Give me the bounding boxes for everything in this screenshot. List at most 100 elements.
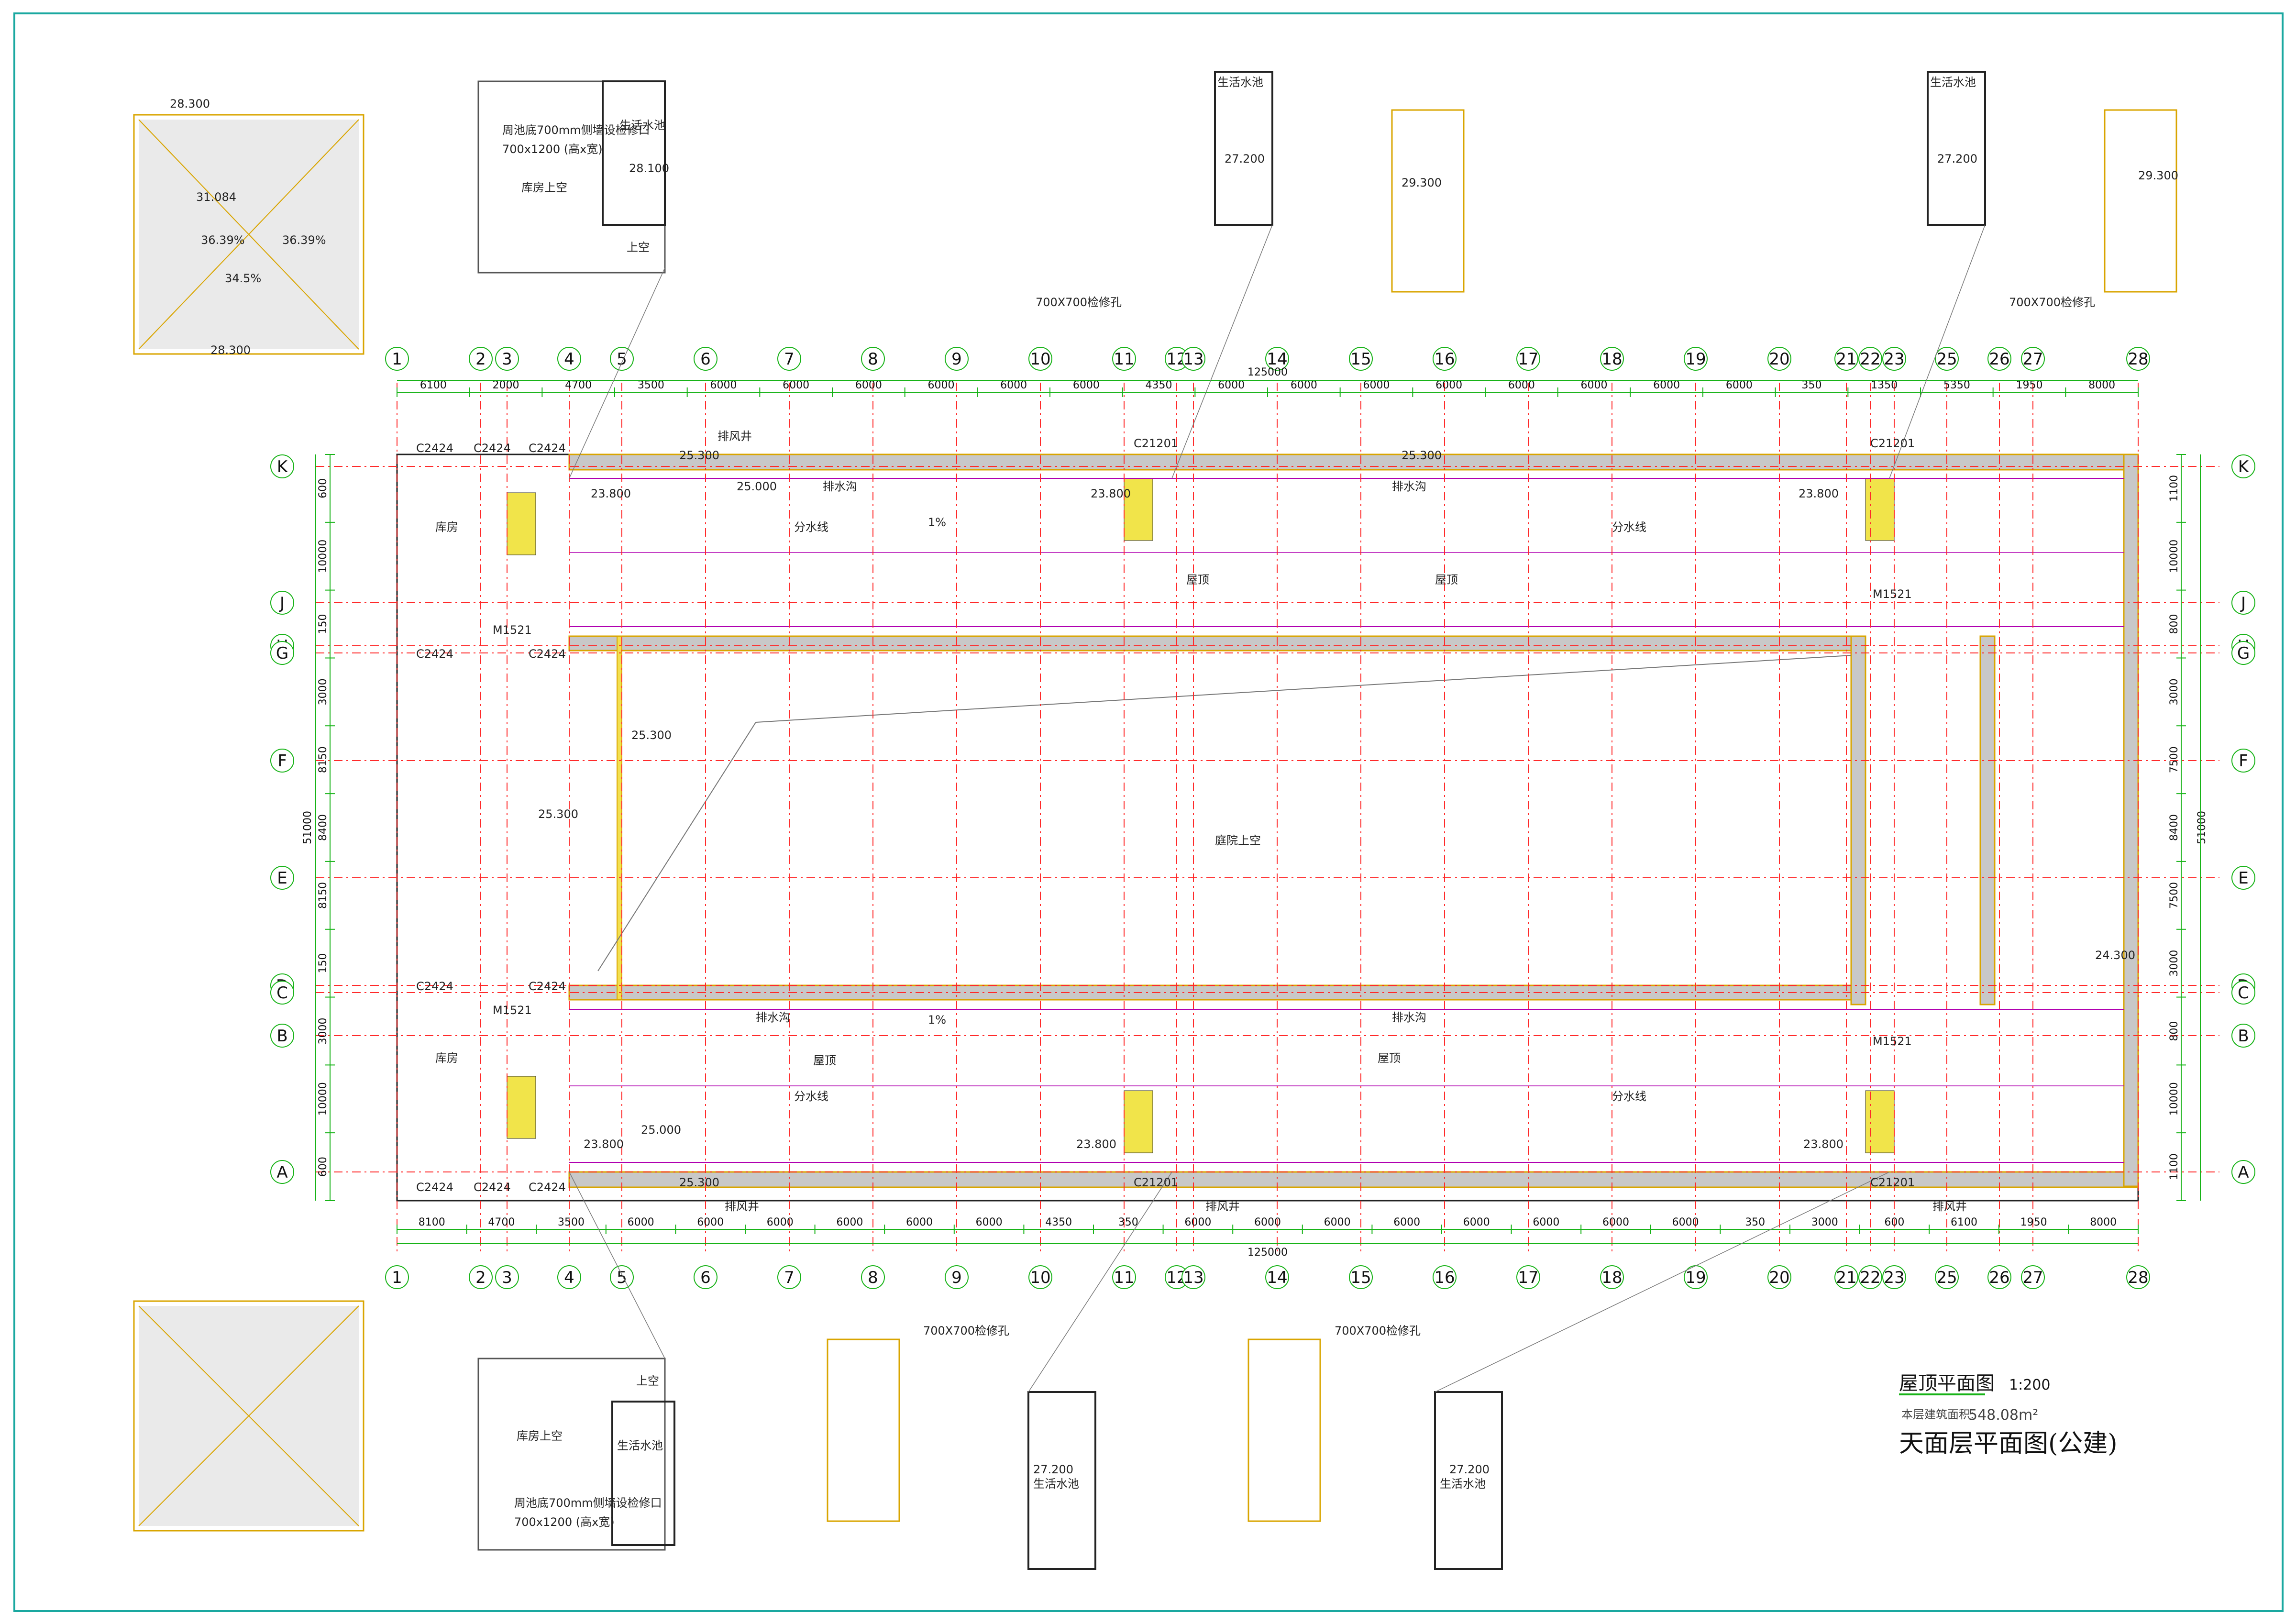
grid-col-label: 18 bbox=[1601, 350, 1622, 369]
grid-col-label: 10 bbox=[1030, 350, 1050, 369]
dim-bottom-row-value: 8100 bbox=[419, 1216, 445, 1228]
dim-left-col-value: 10000 bbox=[317, 1082, 329, 1116]
grid-row-label: E bbox=[277, 869, 287, 888]
grid-col-label: 2 bbox=[475, 350, 486, 369]
axis-grid bbox=[316, 383, 2219, 1253]
dim-left-col-value: 150 bbox=[317, 614, 329, 634]
title-block: 屋顶平面图 1:200 本层建筑面积: 548.08m² 天面层平面图(公建) bbox=[1899, 1372, 2118, 1458]
grid-col-label: 28 bbox=[2128, 1268, 2148, 1287]
window-tags: C2424 C2424 C2424 C21201 C21201 C21201 C… bbox=[416, 437, 1915, 1194]
grid-col-bubble bbox=[1181, 347, 1205, 371]
dim-bottom-row-value: 600 bbox=[1884, 1216, 1904, 1228]
grid-col-label: 13 bbox=[1183, 1268, 1203, 1287]
dim-bottom-row-value: 6000 bbox=[1602, 1216, 1629, 1228]
divide-label-1: 分水线 bbox=[794, 520, 828, 534]
dim-right-col-value: 3000 bbox=[2168, 678, 2180, 705]
dim-left-col-value: 10000 bbox=[317, 540, 329, 573]
elev-23: 23.800 bbox=[584, 1138, 624, 1151]
grid-col-bubble bbox=[1181, 1265, 1205, 1289]
detail-top-left-roof bbox=[133, 114, 364, 355]
dim-top-row-value: 6000 bbox=[1435, 379, 1462, 391]
grid-col-label: 27 bbox=[2022, 1268, 2043, 1287]
grid-row-label: A bbox=[2238, 1163, 2249, 1182]
grid-col-bubble bbox=[2126, 347, 2150, 371]
elev-8: 27.200 bbox=[1225, 152, 1265, 166]
dim-bottom-total: 125000 bbox=[1247, 1247, 1288, 1259]
dim-top-row-value: 2000 bbox=[493, 379, 519, 391]
grid-row-bubble bbox=[2231, 1024, 2255, 1048]
grid-col-label: 22 bbox=[1860, 1268, 1880, 1287]
elev-15: 23.800 bbox=[591, 487, 631, 500]
storage-label-2: 库房 bbox=[435, 1051, 458, 1065]
grid-row-bubble bbox=[270, 1024, 294, 1048]
grid-col-bubble bbox=[495, 1265, 519, 1289]
hatch-note-2: 700X700检修孔 bbox=[2009, 296, 2095, 309]
grid-col-bubble bbox=[1767, 347, 1791, 371]
dim-left-col-value: 600 bbox=[317, 1157, 329, 1177]
dim-left-col-value: 8150 bbox=[317, 746, 329, 773]
grid-row-bubble bbox=[270, 591, 294, 615]
grid-row-label: F bbox=[277, 751, 287, 771]
grid-row-label: J bbox=[279, 594, 285, 613]
window-tag-9: C2424 bbox=[474, 1181, 511, 1194]
divide-label-4: 分水线 bbox=[1612, 1090, 1646, 1103]
grid-col-bubble bbox=[1349, 347, 1373, 371]
grid-row-bubble bbox=[2231, 981, 2255, 1005]
grid-row-bubble bbox=[2231, 591, 2255, 615]
grid-col-bubble bbox=[1834, 1265, 1858, 1289]
dim-top-row-value: 6000 bbox=[783, 379, 809, 391]
dim-bottom-row-value: 6000 bbox=[1672, 1216, 1699, 1228]
window-tag-11: C2424 bbox=[416, 647, 453, 661]
grid-col-label: 3 bbox=[502, 1268, 512, 1287]
grid-row-label: K bbox=[2238, 457, 2250, 476]
parapet-top bbox=[568, 453, 2139, 1188]
tank-note-3: 周池底700mm侧墙设检修口 bbox=[514, 1496, 662, 1510]
gutter-lines bbox=[569, 478, 2124, 1163]
grid-col-bubble bbox=[861, 347, 885, 371]
grid-row-bubble bbox=[2231, 866, 2255, 890]
grid-col-label: 6 bbox=[700, 1268, 711, 1287]
roof-label-3: 屋顶 bbox=[1378, 1051, 1401, 1065]
grid-col-bubble bbox=[1935, 1265, 1959, 1289]
void-label-2: 上空 bbox=[636, 1374, 659, 1388]
dim-right-col-value: 800 bbox=[2168, 1021, 2180, 1041]
grid-col-bubble bbox=[777, 347, 801, 371]
grid-col-bubble bbox=[1600, 1265, 1624, 1289]
grid-col-bubble bbox=[1349, 1265, 1373, 1289]
elev-5: 34.5% bbox=[225, 272, 261, 285]
dim-bottom-row-value: 6000 bbox=[767, 1216, 794, 1228]
dim-bottom-row-value: 6000 bbox=[836, 1216, 863, 1228]
grid-col-bubble bbox=[557, 1265, 581, 1289]
elevation-marks: 28.300 31.084 36.39% 36.39% 34.5% 28.300… bbox=[170, 97, 2178, 1476]
grid-row-label: G bbox=[276, 644, 288, 663]
dim-top-row-value: 6000 bbox=[1073, 379, 1100, 391]
grid-col-label: 20 bbox=[1769, 1268, 1789, 1287]
parapet-bottom-band bbox=[568, 1171, 2139, 1188]
grid-col-label: 16 bbox=[1434, 350, 1455, 369]
grid-row-bubble bbox=[270, 1160, 294, 1184]
title-area-value: 548.08m² bbox=[1968, 1407, 2038, 1424]
void-label-1: 上空 bbox=[627, 241, 650, 254]
door-tag-1: M1521 bbox=[1873, 587, 1912, 601]
grid-col-label: 3 bbox=[502, 350, 512, 369]
grid-col-bubble bbox=[1882, 347, 1906, 371]
window-tag-5: C21201 bbox=[1870, 437, 1915, 450]
grid-col-label: 27 bbox=[2022, 350, 2043, 369]
window-tag-1: C2424 bbox=[416, 442, 453, 455]
grid-col-label: 25 bbox=[1936, 350, 1957, 369]
dim-right-col-value: 7500 bbox=[2168, 882, 2180, 909]
dim-bottom-row-value: 6000 bbox=[1324, 1216, 1351, 1228]
hatch-note-3: 700X700检修孔 bbox=[923, 1324, 1009, 1337]
elev-26: 27.200 bbox=[1033, 1463, 1073, 1476]
grid-row-label: A bbox=[276, 1163, 287, 1182]
detail-tank-small bbox=[827, 71, 2177, 1570]
dim-top-row-value: 6000 bbox=[1726, 379, 1753, 391]
grid-col-bubble bbox=[945, 1265, 969, 1289]
elev-11: 29.300 bbox=[2138, 169, 2178, 182]
vent-label-4: 排风井 bbox=[1932, 1200, 1967, 1213]
dim-right-col-value: 1100 bbox=[2168, 1153, 2180, 1180]
grid-col-bubble bbox=[777, 1265, 801, 1289]
dim-left-col-value: 3000 bbox=[317, 678, 329, 705]
grid-row-label: B bbox=[276, 1027, 287, 1046]
grid-col-label: 7 bbox=[784, 350, 795, 369]
